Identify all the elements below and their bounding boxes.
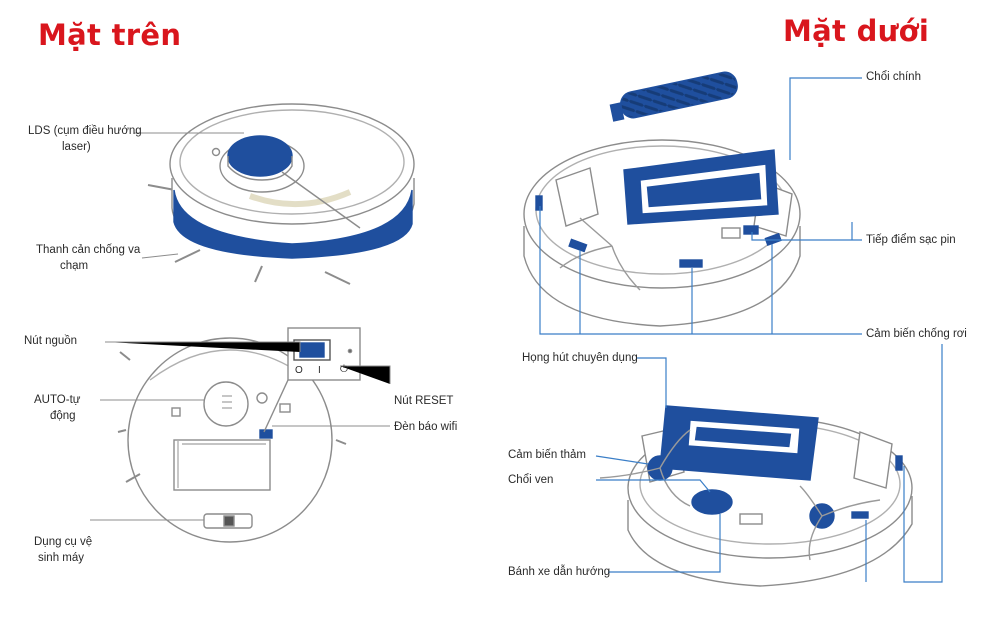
auto-label-line2: động — [50, 410, 76, 422]
cleaning-tool-label-line1: Dụng cụ vệ — [34, 536, 93, 548]
carpet-sensor-label: Cảm biến thảm — [508, 449, 586, 461]
reset-leader-line — [340, 365, 391, 384]
switch-off-mark: O — [295, 365, 303, 376]
wifi-light-label: Đèn báo wifi — [394, 421, 458, 433]
lower-right-leaders — [595, 344, 943, 583]
cliff-sensors-label: Cảm biến chống rơi — [866, 328, 967, 340]
bumper-leader-line — [141, 253, 179, 259]
charging-contacts-label: Tiếp điểm sạc pin — [866, 234, 956, 246]
bumper-label-line1: Thanh cản chống va — [36, 244, 141, 256]
lds-label-line1: LDS (cụm điều hướng — [28, 125, 142, 137]
auto-label-line1: AUTO-tự — [34, 394, 81, 406]
reset-button-label: Nút RESET — [394, 395, 454, 407]
bumper-label-line2: chạm — [60, 260, 89, 272]
bottom-view-robot-lower — [599, 405, 913, 587]
cleaning-tool-label-line2: sinh máy — [38, 552, 85, 564]
lds-label-line2: laser) — [62, 141, 91, 153]
top-view-robot — [147, 103, 415, 285]
upper-right-leaders — [539, 77, 862, 335]
top-view-plan — [117, 327, 361, 543]
switch-on-mark: I — [318, 365, 321, 376]
main-brush-label: Chổi chính — [866, 71, 921, 83]
bottom-view-robot-upper — [523, 71, 801, 327]
top-view-title: Mặt trên — [38, 18, 182, 52]
bottom-view-title: Mặt dưới — [783, 14, 930, 48]
side-brush-label: Chổi ven — [508, 474, 554, 486]
suction-port-label: Họng hút chuyên dụng — [522, 352, 638, 364]
power-leader-line — [105, 341, 301, 352]
power-button-label: Nút nguồn — [24, 335, 78, 347]
guide-wheel-label: Bánh xe dẫn hướng — [508, 566, 611, 578]
power-symbol-icon: ⏻ — [340, 364, 348, 375]
